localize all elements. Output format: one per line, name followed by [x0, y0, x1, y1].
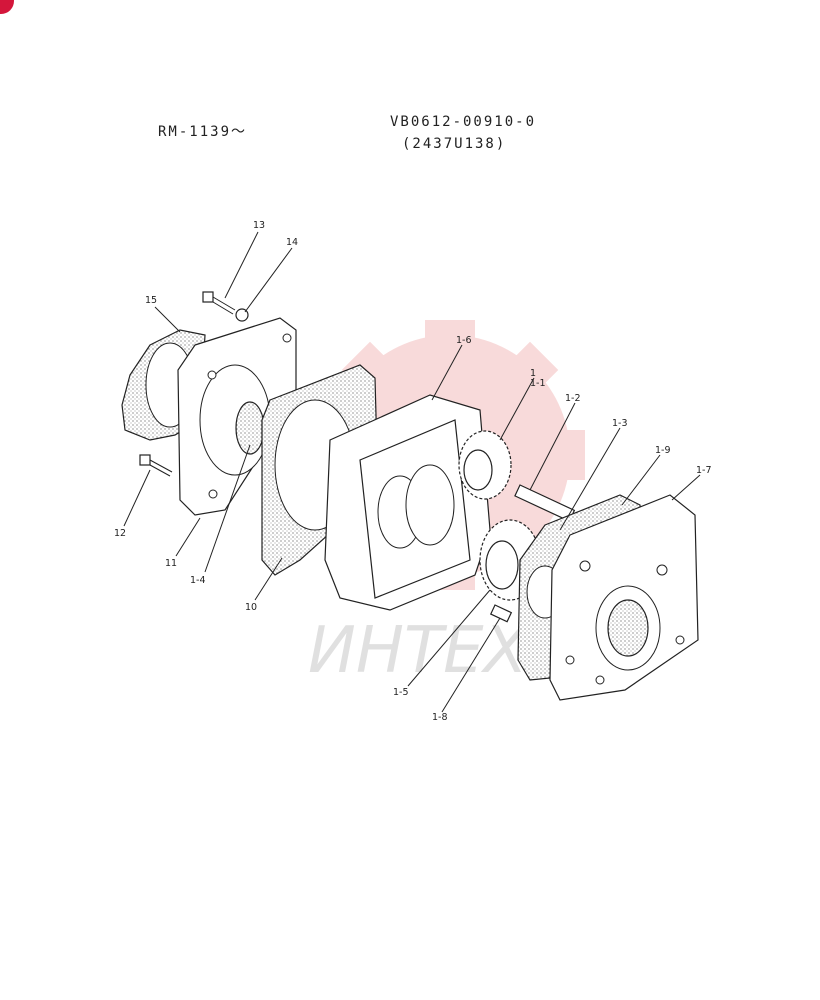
part-1-8-pin: [489, 604, 513, 623]
sub-number: (2437U138): [402, 136, 507, 152]
callout-14: 14: [286, 237, 298, 248]
callout-1-7: 1-7: [696, 465, 712, 476]
callout-10: 10: [245, 602, 257, 613]
callout-1-6: 1-6: [456, 335, 472, 346]
serial-range: RM-1139〜: [158, 124, 248, 140]
callout-12: 12: [114, 528, 126, 539]
callout-1-9: 1-9: [655, 445, 671, 456]
callout-1-3: 1-3: [612, 418, 628, 429]
part-12-bolt: [139, 454, 173, 477]
part-number: VB0612-00910-0: [390, 114, 537, 130]
callout-11: 11: [165, 558, 177, 569]
callout-15: 15: [145, 295, 157, 306]
callout-1-5: 1-5: [393, 687, 409, 698]
callout-1-2: 1-2: [565, 393, 581, 404]
callout-1: 1: [530, 368, 536, 379]
callout-1-8: 1-8: [432, 712, 448, 723]
callout-1-4: 1-4: [190, 575, 206, 586]
callout-13: 13: [253, 220, 265, 231]
callout-1-1: 1-1: [530, 378, 546, 389]
watermark-text: ИНТЕХ: [308, 614, 529, 688]
part-13-bolt: [202, 291, 236, 315]
leader-lines: [123, 231, 701, 713]
